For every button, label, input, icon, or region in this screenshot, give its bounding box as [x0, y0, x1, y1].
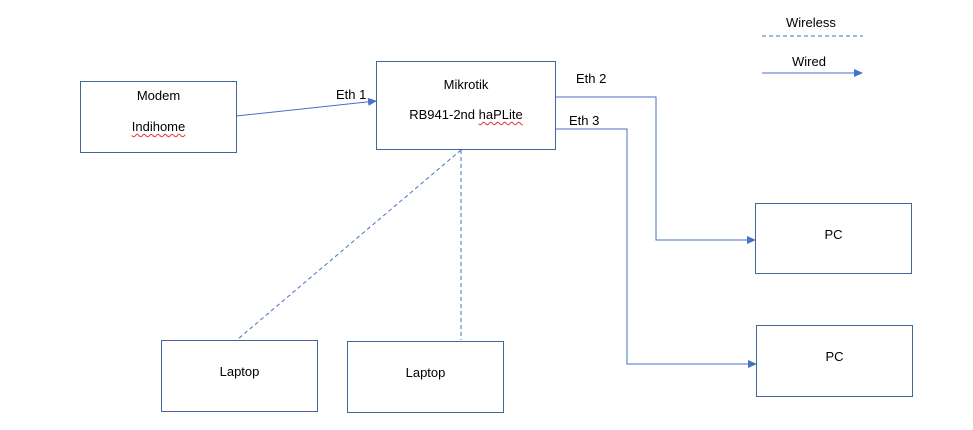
wire-eth1	[235, 97, 377, 117]
modem-title: Modem	[136, 88, 181, 103]
router-box: Mikrotik RB941-2nd haPLite	[376, 61, 556, 150]
pc-box-1: PC	[755, 203, 912, 274]
port-label-eth1: Eth 1	[336, 87, 367, 102]
pc-1-label: PC	[824, 227, 843, 242]
pc-2-label: PC	[825, 349, 844, 364]
router-model-suffix: haPLite	[478, 107, 523, 122]
router-title: Mikrotik	[443, 77, 489, 92]
wireless-link-laptop-1	[237, 149, 462, 340]
legend-wireless-label: Wireless	[786, 15, 836, 30]
laptop-2-label: Laptop	[405, 365, 446, 380]
pc-box-2: PC	[756, 325, 913, 397]
modem-box: Modem Indihome	[80, 81, 237, 153]
modem-subtitle: Indihome	[131, 119, 186, 134]
port-label-eth2: Eth 2	[576, 71, 607, 86]
laptop-box-1: Laptop	[161, 340, 318, 412]
laptop-1-label: Laptop	[219, 364, 260, 379]
wire-eth2	[556, 96, 756, 244]
laptop-box-2: Laptop	[347, 341, 504, 413]
wire-eth3	[556, 128, 757, 368]
router-subtitle: RB941-2nd haPLite	[409, 107, 523, 122]
port-label-eth3: Eth 3	[569, 113, 600, 128]
legend-wired-label: Wired	[792, 54, 826, 69]
